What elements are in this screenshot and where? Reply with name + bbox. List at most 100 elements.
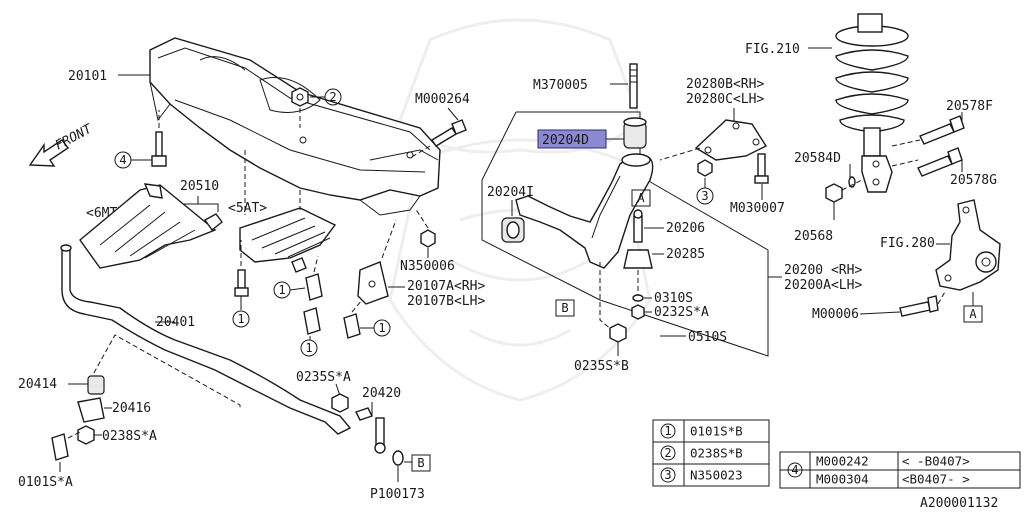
nut-n350006[interactable] (420, 229, 436, 248)
label-20204i: 20204I (487, 185, 534, 200)
plate-20280[interactable] (694, 119, 768, 161)
callout-1d-text: 1 (378, 321, 385, 335)
legend-row1-part: 0101S*B (690, 424, 743, 439)
label-m000264: M000264 (415, 92, 470, 107)
label-0235sa: 0235S*A (296, 370, 351, 385)
label-0238sa: 0238S*A (102, 429, 157, 444)
nut-2[interactable] (291, 87, 309, 107)
label-20285: 20285 (666, 247, 705, 262)
legend-table-4 (779, 451, 1021, 489)
bolt-1a[interactable] (234, 269, 249, 297)
nut-0238sa[interactable] (77, 425, 95, 445)
stud-m370005[interactable] (629, 63, 638, 109)
nut-0235sa[interactable] (331, 393, 349, 413)
callout-1d (373, 319, 391, 337)
stiffener-6mt[interactable] (79, 183, 223, 269)
bolt-4[interactable] (151, 131, 167, 167)
label-0235sb: 0235S*B (574, 359, 629, 374)
label-0232sa: 0232S*A (654, 305, 709, 320)
legend-row4b-range: <B0407- > (902, 472, 970, 487)
callout-1b-text: 1 (278, 283, 285, 297)
document-id: A200001132 (920, 496, 998, 511)
label-20416: 20416 (112, 401, 151, 416)
bushing-20204d[interactable] (623, 117, 647, 149)
label-5at: <5AT> (228, 201, 267, 216)
bushing-20414[interactable] (87, 375, 105, 395)
link-20420[interactable] (355, 407, 386, 454)
label-20414: 20414 (18, 377, 57, 392)
label-20206: 20206 (666, 221, 705, 236)
label-m370005: M370005 (533, 78, 588, 93)
label-20401: 20401 (156, 315, 195, 330)
label-20107b: 20107B<LH> (407, 294, 485, 309)
balljoint-20206[interactable] (633, 209, 643, 243)
legend-row1-num: 1 (664, 424, 671, 438)
bolt-m00006[interactable] (899, 295, 939, 317)
bolt-20578g[interactable] (917, 147, 963, 177)
legend-row2-part: 0238S*B (690, 446, 743, 461)
label-n350006: N350006 (400, 259, 455, 274)
label-20280b: 20280B<RH> (686, 77, 764, 92)
label-fig280: FIG.280 (880, 236, 935, 251)
nut-3[interactable] (697, 159, 713, 177)
nut-20568[interactable] (825, 183, 843, 203)
legend-row3-num: 3 (664, 468, 671, 482)
legend-row4a-range: < -B0407> (902, 454, 970, 469)
crossmember-20101[interactable] (149, 37, 441, 216)
bracket-20107[interactable] (357, 261, 389, 305)
label-20568: 20568 (794, 229, 833, 244)
strut-fig210[interactable] (835, 13, 909, 193)
ref-box-b-lower[interactable] (411, 454, 431, 472)
label-0510s: 0510S (688, 330, 727, 345)
legend-row4a-part: M000242 (816, 454, 869, 469)
bolt-m030007[interactable] (754, 153, 769, 184)
callout-2-text: 2 (329, 90, 336, 104)
legend-row2-num: 2 (664, 446, 671, 460)
bolt-m000264[interactable] (431, 119, 467, 147)
clamp-20416[interactable] (77, 397, 105, 423)
label-20101: 20101 (68, 69, 107, 84)
label-20420: 20420 (362, 386, 401, 401)
bolt-1d[interactable] (343, 313, 361, 339)
ref-box-b-lower-text: B (417, 456, 424, 470)
bolt-1c[interactable] (303, 307, 321, 335)
label-20510: 20510 (180, 179, 219, 194)
label-0101sa: 0101S*A (18, 475, 73, 490)
legend-row3-part: N350023 (690, 468, 743, 483)
label-p100173: P100173 (370, 487, 425, 502)
callout-3 (696, 187, 714, 205)
label-20584d: 20584D (794, 151, 841, 166)
nut-0235sb[interactable] (609, 323, 627, 343)
label-m00006: M00006 (812, 307, 859, 322)
label-20578f: 20578F (946, 99, 993, 114)
stiffener-5at[interactable] (239, 207, 337, 273)
pin-0310s[interactable] (632, 294, 644, 302)
callout-4-text: 4 (119, 153, 126, 167)
bolt-0101sa[interactable] (51, 433, 69, 461)
ref-box-a-knuckle-text: A (969, 307, 977, 321)
label-m030007: M030007 (730, 201, 785, 216)
nut-0232sa[interactable] (631, 304, 645, 320)
label-20280c: 20280C<LH> (686, 92, 764, 107)
label-fig210: FIG.210 (745, 42, 800, 57)
label-20578g: 20578G (950, 173, 997, 188)
lower-arm-20200[interactable] (515, 153, 654, 269)
bolt-20578f[interactable] (919, 115, 965, 145)
bolt-1b[interactable] (305, 273, 323, 301)
label-20107a: 20107A<RH> (407, 279, 485, 294)
label-0310s: 0310S (654, 291, 693, 306)
legend-table-1-3 (652, 419, 770, 487)
callout-3-text: 3 (701, 189, 708, 203)
washer-p100173[interactable] (392, 450, 404, 466)
knuckle-fig280[interactable] (935, 199, 1001, 291)
callout-2 (324, 88, 342, 106)
label-20200a: 20200A<LH> (784, 278, 862, 293)
boot-20285[interactable] (623, 249, 653, 269)
callout-1a (232, 310, 250, 328)
ref-box-a-arm[interactable] (631, 189, 651, 207)
bushing-20204i[interactable] (501, 217, 525, 243)
ref-box-b-arm[interactable] (555, 299, 575, 317)
stabilizer-20401[interactable] (60, 244, 352, 435)
